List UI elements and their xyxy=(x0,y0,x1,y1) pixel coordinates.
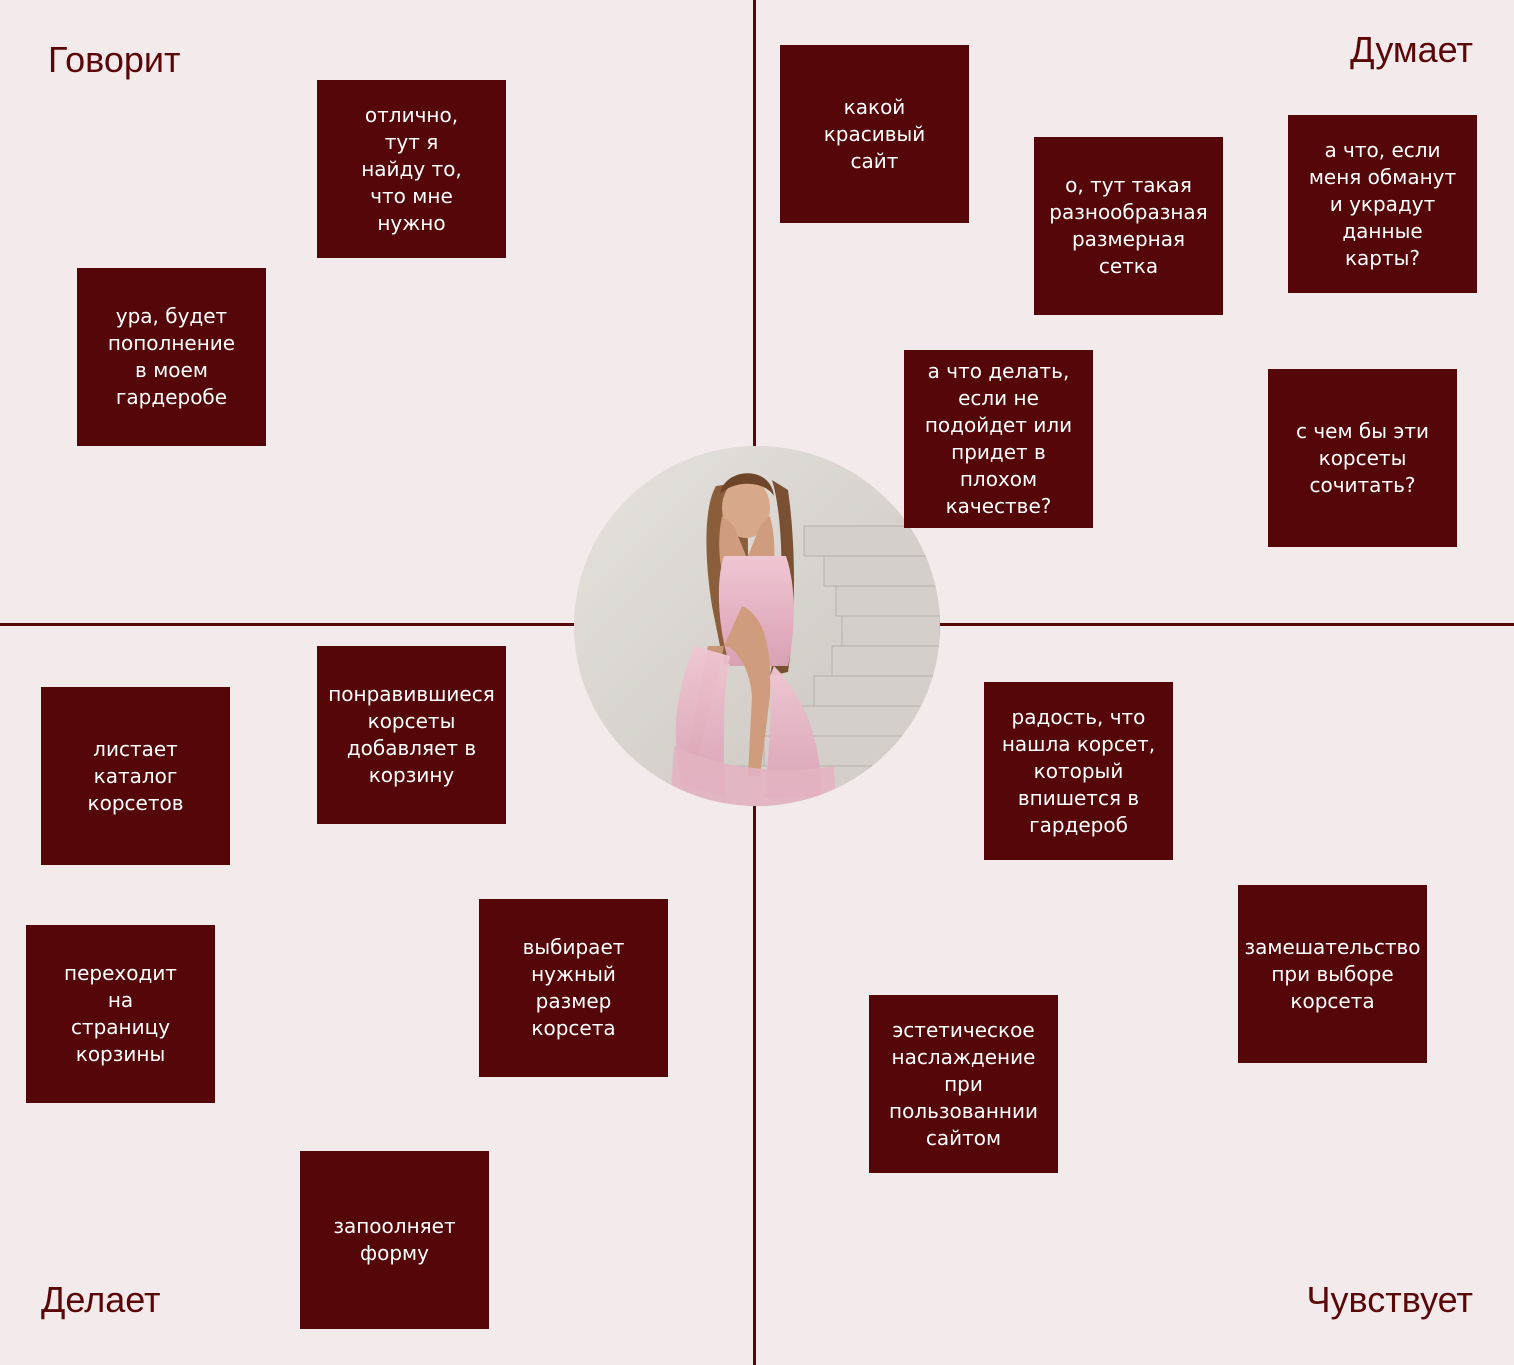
persona-illustration xyxy=(574,446,940,806)
thinks-title: Думает xyxy=(1350,29,1473,70)
does-title: Делает xyxy=(41,1279,161,1320)
persona-photo xyxy=(574,446,940,806)
feels-title: Чувствует xyxy=(1306,1279,1473,1320)
says-title: Говорит xyxy=(48,39,181,80)
